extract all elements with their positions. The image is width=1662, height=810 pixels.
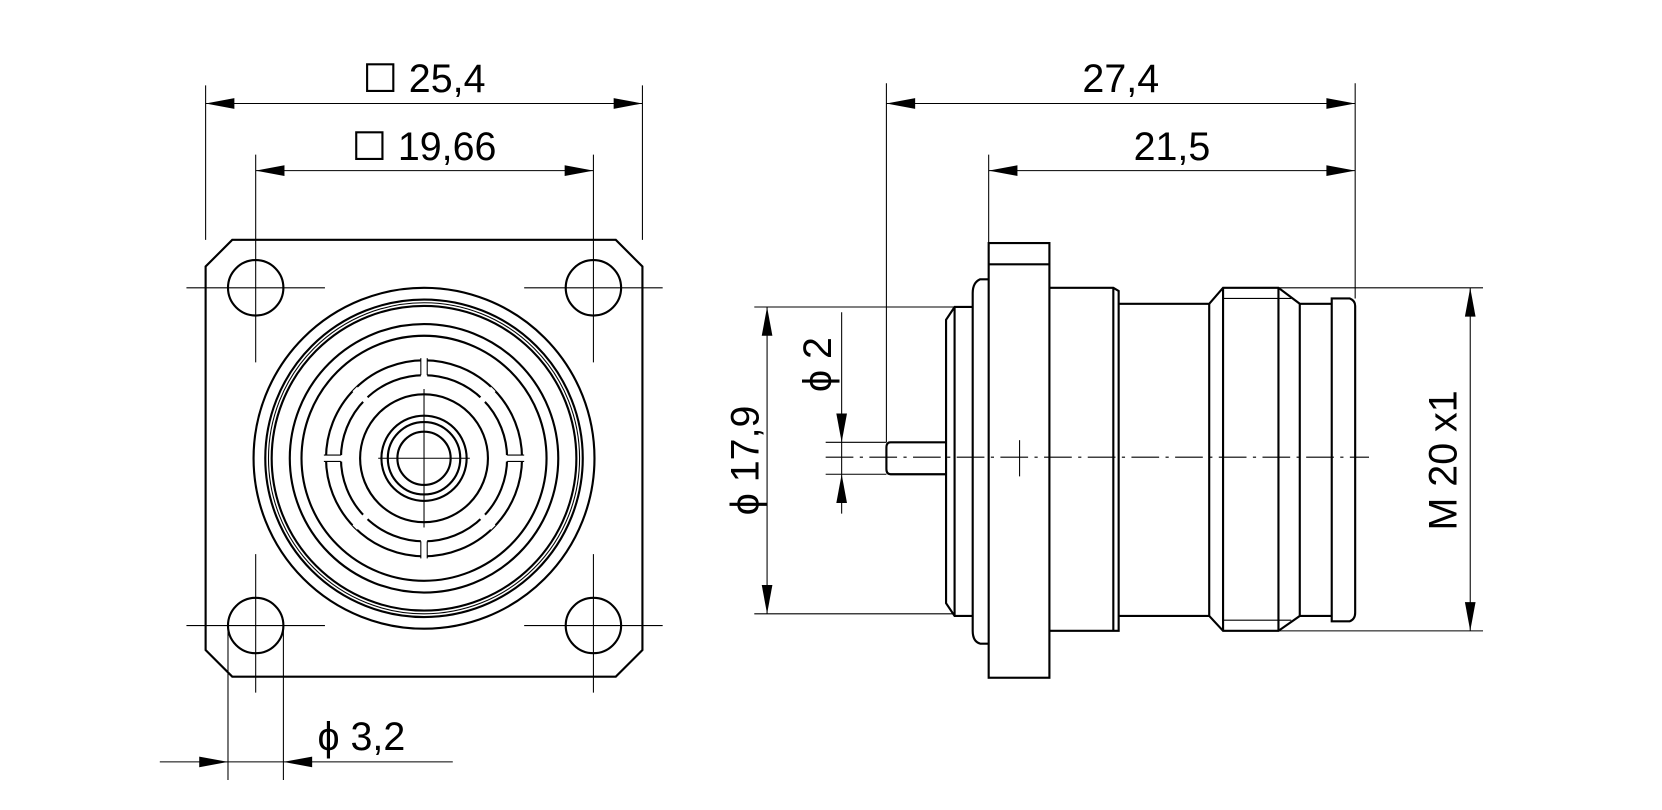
- dim-pin-diameter-label: ϕ 2: [796, 337, 840, 392]
- dimension-hole-spacing: ☐ 19,66: [255, 125, 594, 176]
- dim-thread-label: M 20 x1: [1421, 390, 1465, 530]
- dimension-body-length: 21,5: [988, 125, 1356, 244]
- dim-hole-spacing-label: ☐ 19,66: [352, 125, 497, 169]
- connector-face: [252, 286, 596, 630]
- dimension-outer-square: ☐ 25,4: [205, 57, 643, 240]
- dim-body-diameter-label: ϕ 17,9: [724, 406, 768, 516]
- dim-hole-diameter-label: ϕ 3,2: [317, 715, 405, 759]
- dimension-hole-diameter: ϕ 3,2: [159, 628, 453, 781]
- mounting-plate: [204, 238, 644, 678]
- body: [1049, 286, 1120, 632]
- dim-outer-square-label: ☐ 25,4: [363, 57, 486, 101]
- hole-center-lines: [186, 154, 663, 693]
- key-notches: [323, 358, 525, 559]
- front-ring: [944, 305, 973, 618]
- front-view: ☐ 25,4 ☐ 19,66 ϕ 3,2: [159, 57, 663, 781]
- dimension-body-diameter: ϕ 17,9: [724, 306, 955, 615]
- dimension-thread: M 20 x1: [1278, 287, 1484, 632]
- side-view: 27,4 21,5 ϕ 17,9 ϕ 2: [724, 57, 1484, 679]
- lip: [1330, 297, 1357, 623]
- neck: [1118, 286, 1332, 632]
- dim-total-length-label: 27,4: [1082, 57, 1159, 101]
- dimension-pin-diameter: ϕ 2: [796, 312, 887, 514]
- nut-rim: [971, 278, 989, 645]
- pin: [885, 441, 947, 476]
- flange: [987, 241, 1051, 679]
- dim-body-length-label: 21,5: [1134, 125, 1211, 169]
- dimension-total-length: 27,4: [885, 57, 1356, 443]
